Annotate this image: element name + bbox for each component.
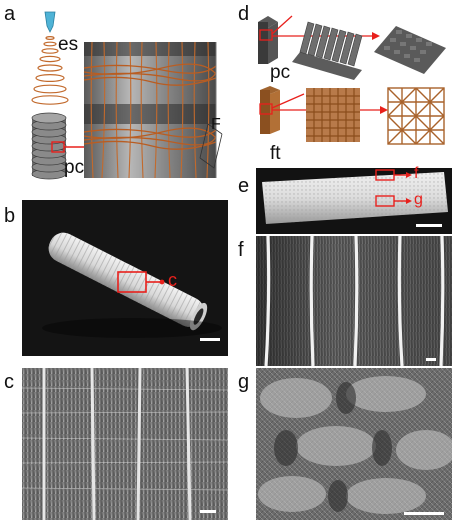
panel-d-schematic	[258, 15, 446, 145]
panel-label-a: a	[4, 3, 16, 25]
panel-label-e: e	[238, 175, 250, 197]
panel-a-label-F: F	[211, 116, 221, 133]
panel-a-label-pc: pc	[64, 157, 85, 178]
panel-label-g: g	[238, 371, 250, 393]
panel-label-f: f	[238, 239, 244, 261]
panel-d-label-pc: pc	[270, 62, 291, 83]
panel-a-schematic	[31, 11, 223, 180]
panel-b-label-c: c	[168, 270, 177, 290]
panel-e-photo	[256, 168, 452, 234]
panel-f-sem	[256, 236, 452, 366]
panel-e-label-g: g	[414, 191, 423, 208]
panel-label-c: c	[4, 371, 14, 393]
panel-e-label-f: f	[414, 165, 419, 182]
panel-label-b: b	[4, 205, 16, 227]
panel-g-sem	[256, 368, 452, 520]
panel-d-label-ft: ft	[270, 143, 281, 164]
panel-c-sem	[22, 368, 228, 520]
panel-a-label-es: es	[58, 34, 79, 55]
panel-b-photo	[22, 200, 228, 356]
panel-label-d: d	[238, 3, 250, 25]
